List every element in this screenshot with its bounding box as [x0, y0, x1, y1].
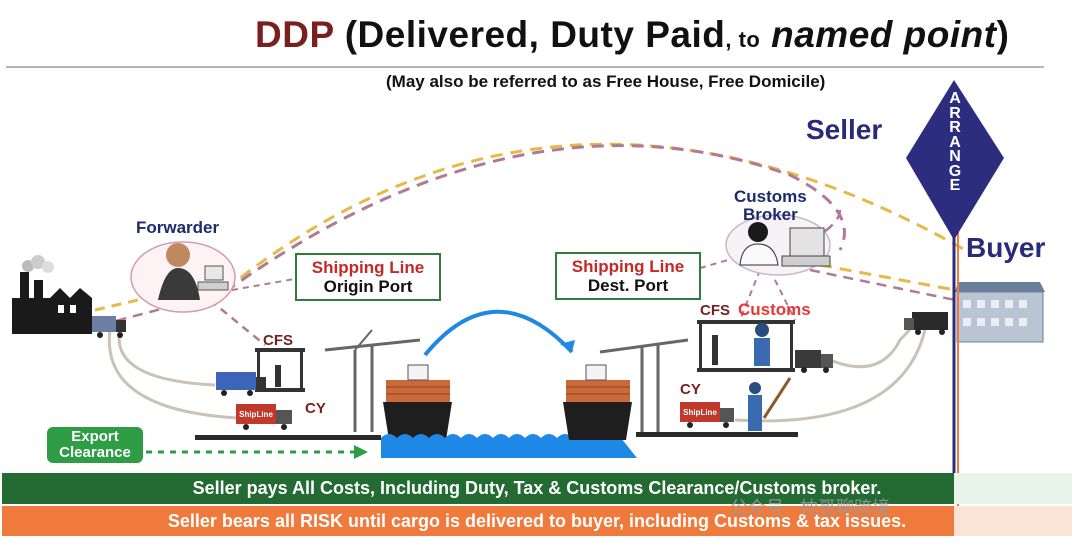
- forwarder-label: Forwarder: [136, 218, 220, 237]
- origin-cfs-icon: [255, 348, 305, 392]
- title-to: , to: [725, 27, 761, 52]
- arrange-letter: N: [949, 148, 961, 165]
- costs-banner-buyer-segment: [952, 473, 1072, 504]
- dest-cfs-icon: [697, 320, 795, 372]
- cy-dest-label: CY: [680, 381, 701, 398]
- origin-cfs-truck-icon: [216, 372, 266, 396]
- dest-cy-truck-icon: ShipLine: [680, 402, 734, 428]
- customs-officer-icon: [754, 323, 770, 366]
- shipping-line-origin-box: Shipping Line Origin Port: [295, 253, 441, 301]
- arrange-letter: A: [949, 133, 961, 151]
- buyer-building-icon: [955, 282, 1045, 343]
- dest-crane-icon: [599, 338, 689, 432]
- costs-banner: Seller pays All Costs, Including Duty, T…: [2, 473, 1072, 504]
- risk-banner-text: Seller bears all RISK until cargo is del…: [167, 511, 907, 531]
- title-divider: [6, 66, 1044, 68]
- dest-cfs-truck-icon: [795, 350, 833, 373]
- route-factory-cy: [107, 329, 239, 420]
- risk-banner-buyer-segment: [952, 506, 1072, 536]
- title-close: ): [996, 14, 1010, 55]
- pink-arc-broker: [779, 209, 842, 257]
- yellow-line-broker: [819, 263, 956, 292]
- export-line1: Export: [71, 428, 119, 445]
- origin-ship-icon: [383, 364, 452, 440]
- title-named-point: named point: [771, 14, 997, 55]
- cy-origin-label: CY: [305, 400, 326, 417]
- route-dest-truck: [829, 321, 917, 369]
- origin-truck-brand: ShipLine: [239, 410, 273, 419]
- origin-quay: [195, 435, 381, 440]
- buyer-truck-icon: [904, 312, 948, 335]
- export-line2: Clearance: [59, 444, 131, 461]
- pink-line-dest-sl: [699, 257, 736, 269]
- transit-arrow: [423, 309, 574, 357]
- customs-broker-label: Customs Broker: [734, 188, 807, 224]
- shipping-line-dest-box: Shipping Line Dest. Port: [555, 252, 701, 300]
- cfs-dest-label: CFS: [700, 302, 730, 319]
- origin-cy-truck-icon: ShipLine: [236, 404, 292, 430]
- pink-line-cfs: [209, 299, 266, 346]
- costs-banner-text: Seller pays All Costs, Including Duty, T…: [192, 478, 882, 498]
- shipping-line-dest-title: Shipping Line: [571, 257, 685, 276]
- arrange-letter: G: [948, 162, 962, 180]
- title-ddp: DDP: [255, 14, 334, 55]
- forwarder-person-icon: [158, 243, 229, 300]
- subtitle: (May also be referred to as Free House, …: [386, 72, 826, 91]
- origin-crane-icon: [324, 329, 421, 432]
- shipping-line-origin-title: Shipping Line: [311, 258, 425, 277]
- export-clearance-badge: Export Clearance: [47, 427, 143, 463]
- yellow-arc: [224, 142, 966, 292]
- shipping-line-dest-port: Dest. Port: [587, 276, 669, 295]
- arrange-letter: R: [949, 119, 961, 136]
- shipping-line-origin-port: Origin Port: [323, 277, 413, 296]
- arrange-letter: E: [949, 177, 961, 194]
- dest-guard-icon: [748, 377, 792, 431]
- dest-ship-icon: [563, 364, 632, 440]
- broker-person-icon: [739, 222, 831, 267]
- arrange-letter: R: [949, 104, 961, 122]
- customs-label: Customs: [738, 300, 811, 319]
- buyer-label: Buyer: [966, 232, 1046, 263]
- seller-label: Seller: [806, 114, 883, 145]
- pink-line-broker: [809, 268, 956, 302]
- factory-icon: [12, 255, 92, 334]
- pink-arc: [224, 144, 846, 294]
- pink-line-sl: [231, 277, 301, 291]
- customs-broker-line2: Broker: [742, 205, 798, 224]
- export-arrowhead: [354, 445, 368, 459]
- cfs-origin-label: CFS: [263, 332, 293, 349]
- dest-quay: [636, 432, 798, 437]
- customs-broker-line1: Customs: [734, 187, 807, 206]
- title-main: (Delivered, Duty Paid: [344, 14, 726, 55]
- watermark: 公众号 · 枕哥聊跨境: [730, 498, 890, 518]
- pink-line-customs-2: [769, 269, 796, 321]
- route-dest-cy: [734, 329, 927, 423]
- factory-truck-icon: [92, 316, 126, 338]
- page-title: DDP (Delivered, Duty Paid, to named poin…: [255, 14, 1009, 56]
- arrange-text: A R R A N G E: [945, 90, 965, 194]
- arrange-diamond: [906, 80, 1004, 240]
- route-factory-cfs: [117, 329, 216, 387]
- arrange-letter: A: [949, 90, 961, 107]
- risk-banner: Seller bears all RISK until cargo is del…: [2, 506, 1072, 536]
- dest-truck-brand: ShipLine: [683, 408, 717, 417]
- pink-line-customs-1: [739, 269, 761, 321]
